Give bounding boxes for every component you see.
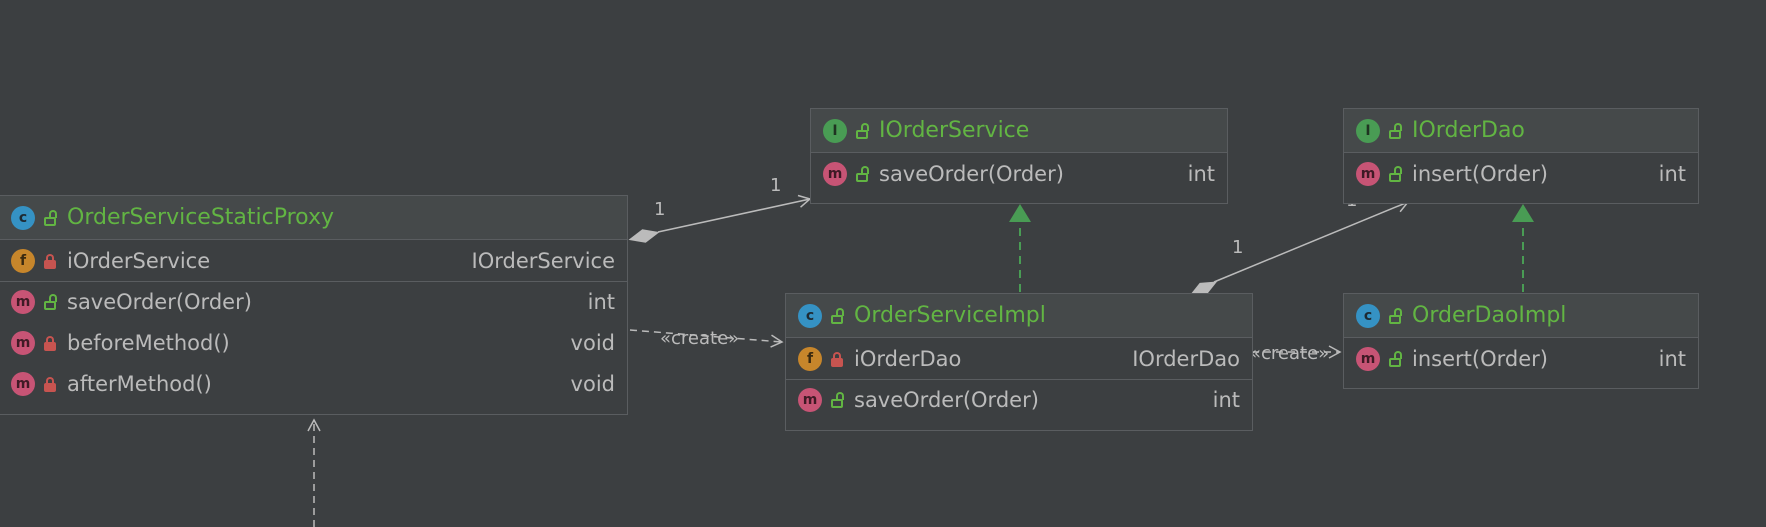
member-name: saveOrder(Order): [879, 161, 1064, 186]
create-label: «create»: [1250, 343, 1329, 364]
public-visibility-icon: [43, 209, 57, 226]
member-name: saveOrder(Order): [854, 388, 1039, 412]
class-header: c OrderDaoImpl: [1344, 294, 1698, 338]
public-visibility-icon: [1388, 350, 1402, 367]
realization-serviceimpl-iorderservice[interactable]: [1009, 204, 1031, 292]
interface-iorderdao[interactable]: I IOrderDao m insert(Order) int: [1343, 108, 1699, 204]
member-type: void: [570, 371, 615, 396]
realization-daoimpl-iorderdao[interactable]: [1512, 204, 1534, 292]
public-visibility-icon: [855, 165, 869, 182]
class-kind-icon: c: [11, 205, 35, 230]
public-visibility-icon: [855, 122, 869, 139]
member-type: IOrderDao: [1132, 346, 1240, 371]
class-name: OrderServiceImpl: [854, 303, 1046, 328]
class-order-dao-impl[interactable]: c OrderDaoImpl m insert(Order) int: [1343, 293, 1699, 389]
member-name: iOrderService: [67, 248, 211, 273]
member-name: insert(Order): [1412, 346, 1548, 371]
method-row[interactable]: m saveOrder(Order) int: [786, 379, 1252, 420]
member-type: int: [1658, 346, 1686, 371]
member-type: int: [1212, 388, 1240, 412]
method-icon: m: [1356, 161, 1380, 186]
class-header: I IOrderDao: [1344, 109, 1698, 153]
private-visibility-icon: [43, 335, 57, 351]
class-name: OrderDaoImpl: [1412, 303, 1567, 328]
method-row[interactable]: m insert(Order) int: [1344, 338, 1698, 379]
member-name: afterMethod(): [67, 371, 212, 396]
method-row[interactable]: m beforeMethod() void: [0, 322, 627, 363]
interface-kind-icon: I: [1356, 118, 1380, 143]
field-row[interactable]: f iOrderDao IOrderDao: [786, 338, 1252, 379]
public-visibility-icon: [43, 294, 57, 310]
member-type: void: [570, 330, 615, 355]
member-type: int: [587, 290, 615, 314]
private-visibility-icon: [830, 351, 844, 367]
method-row[interactable]: m insert(Order) int: [1344, 153, 1698, 194]
member-type: int: [1658, 161, 1686, 186]
multiplicity-label: 1: [1232, 237, 1243, 258]
class-kind-icon: c: [798, 303, 822, 328]
method-icon: m: [11, 290, 35, 314]
method-icon: m: [11, 371, 35, 396]
create-label: «create»: [660, 328, 739, 349]
member-name: insert(Order): [1412, 161, 1548, 186]
method-icon: m: [823, 161, 847, 186]
composition-diamond: [628, 229, 660, 243]
class-name: IOrderService: [879, 118, 1030, 143]
field-icon: f: [11, 248, 35, 273]
class-header: c OrderServiceImpl: [786, 294, 1252, 338]
method-icon: m: [798, 388, 822, 412]
public-visibility-icon: [1388, 165, 1402, 182]
association-serviceimpl-to-iorderdao[interactable]: [1186, 199, 1410, 303]
public-visibility-icon: [1388, 307, 1402, 324]
method-row[interactable]: m saveOrder(Order) int: [0, 281, 627, 322]
private-visibility-icon: [43, 253, 57, 269]
public-visibility-icon: [830, 307, 844, 324]
class-kind-icon: c: [1356, 303, 1380, 328]
field-icon: f: [798, 346, 822, 371]
interface-kind-icon: I: [823, 118, 847, 143]
member-type: int: [1187, 161, 1215, 186]
association-proxy-to-iorderservice[interactable]: [627, 194, 812, 247]
member-name: beforeMethod(): [67, 330, 230, 355]
dependency-create-proxy-serviceimpl[interactable]: [629, 329, 784, 348]
member-name: iOrderDao: [854, 346, 962, 371]
class-order-service-static-proxy[interactable]: c OrderServiceStaticProxy f iOrderServic…: [0, 195, 628, 415]
private-visibility-icon: [43, 376, 57, 392]
field-row[interactable]: f iOrderService IOrderService: [0, 240, 627, 281]
class-name: OrderServiceStaticProxy: [67, 205, 334, 230]
member-type: IOrderService: [471, 248, 615, 273]
method-row[interactable]: m afterMethod() void: [0, 363, 627, 404]
multiplicity-label: 1: [654, 199, 665, 220]
method-icon: m: [1356, 346, 1380, 371]
method-row[interactable]: m saveOrder(Order) int: [811, 153, 1227, 194]
public-visibility-icon: [830, 392, 844, 408]
public-visibility-icon: [1388, 122, 1402, 139]
member-name: saveOrder(Order): [67, 290, 252, 314]
multiplicity-label: 1: [770, 175, 781, 196]
composition-diamond: [1188, 281, 1218, 297]
method-icon: m: [11, 330, 35, 355]
class-order-service-impl[interactable]: c OrderServiceImpl f iOrderDao IOrderDao…: [785, 293, 1253, 431]
interface-iorderservice[interactable]: I IOrderService m saveOrder(Order) int: [810, 108, 1228, 204]
class-header: c OrderServiceStaticProxy: [0, 196, 627, 240]
class-header: I IOrderService: [811, 109, 1227, 153]
class-name: IOrderDao: [1412, 118, 1525, 143]
